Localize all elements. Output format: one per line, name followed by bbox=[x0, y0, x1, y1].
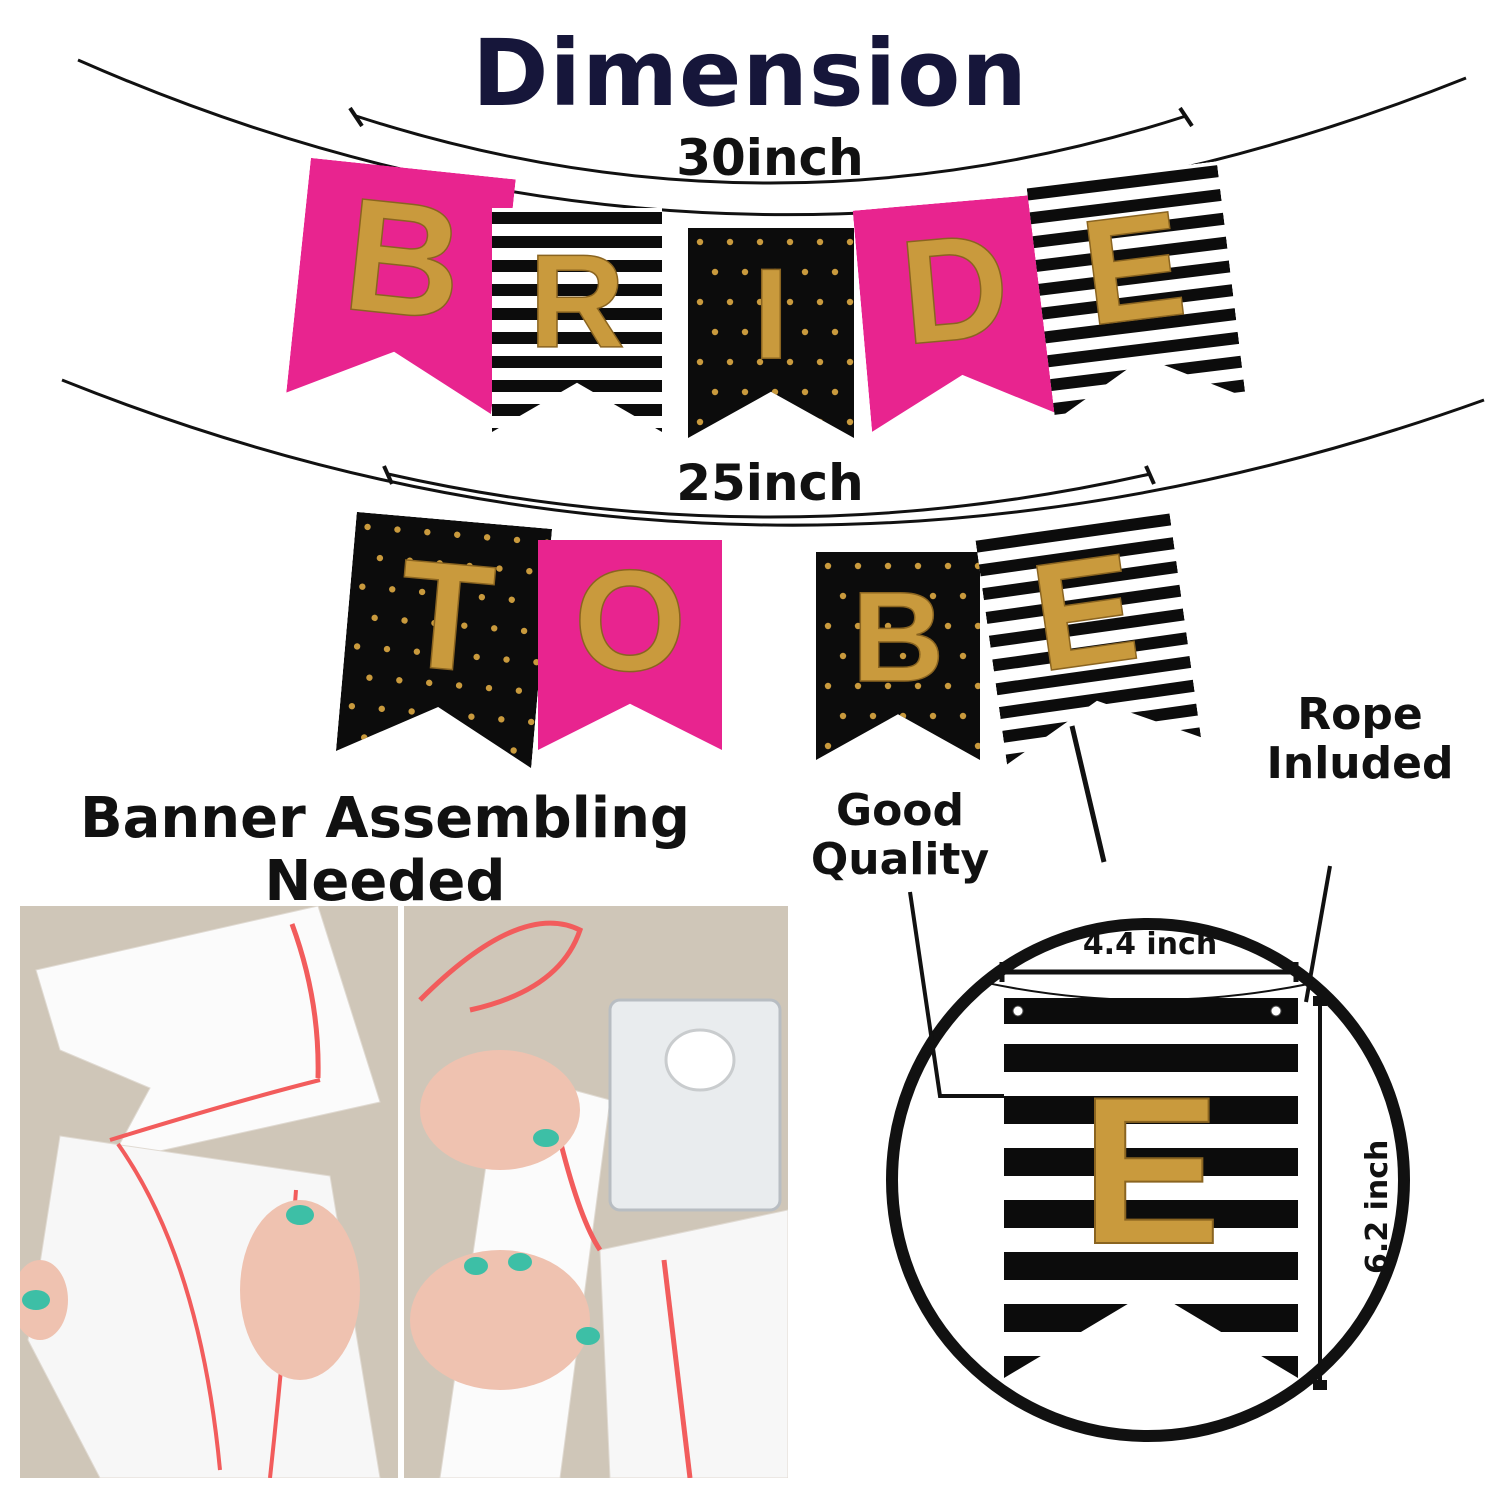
quality-label: Good Quality bbox=[810, 785, 990, 886]
pennant-zoom-detail: E bbox=[886, 725, 1410, 1442]
assembly-photos bbox=[20, 906, 788, 1478]
pennant-r2-2: B bbox=[816, 552, 980, 760]
pennant-r1-0: B bbox=[286, 157, 516, 415]
zoomed-pennant bbox=[1004, 998, 1298, 1378]
pennant-letter: R bbox=[529, 228, 625, 376]
pennant-letter: O bbox=[574, 540, 686, 701]
pennant-r2-1: O bbox=[538, 539, 722, 750]
page-title: Dimension bbox=[472, 20, 1028, 127]
measure-arc-30 bbox=[355, 114, 1187, 185]
pennant-letter: B bbox=[337, 164, 471, 355]
pennant-letter: D bbox=[894, 202, 1015, 376]
dimension-30-label: 30inch bbox=[676, 129, 864, 187]
pennant-height-label: 6.2 inch bbox=[1360, 1139, 1396, 1274]
photo-right bbox=[404, 906, 788, 1478]
pennant-r2-0: T bbox=[335, 511, 553, 769]
pennant-letter: B bbox=[852, 566, 944, 709]
pennant-width-label: 4.4 inch bbox=[1082, 927, 1218, 962]
pennant-r2-3: E bbox=[974, 509, 1202, 765]
pennant-r1-2: I bbox=[688, 228, 854, 438]
pennant-r1-3: D bbox=[852, 194, 1062, 432]
photo-left bbox=[20, 906, 398, 1478]
rope-label: Rope Inluded bbox=[1266, 689, 1454, 790]
zoomed-letter: E bbox=[1081, 1053, 1221, 1288]
assembly-label: Banner Assembling Needed bbox=[79, 786, 691, 914]
rope-top bbox=[77, 58, 1467, 217]
pennant-letter: E bbox=[1073, 178, 1193, 357]
rope-middle bbox=[61, 378, 1485, 527]
dimension-25-label: 25inch bbox=[676, 454, 864, 512]
pennant-letter: T bbox=[392, 527, 500, 705]
measure-arc-25 bbox=[387, 472, 1151, 519]
pennant-letter: I bbox=[753, 242, 789, 386]
pennant-letter: E bbox=[1022, 521, 1147, 705]
pennant-r1-1: R bbox=[492, 208, 662, 432]
pennant-r1-4: E bbox=[1026, 161, 1246, 421]
